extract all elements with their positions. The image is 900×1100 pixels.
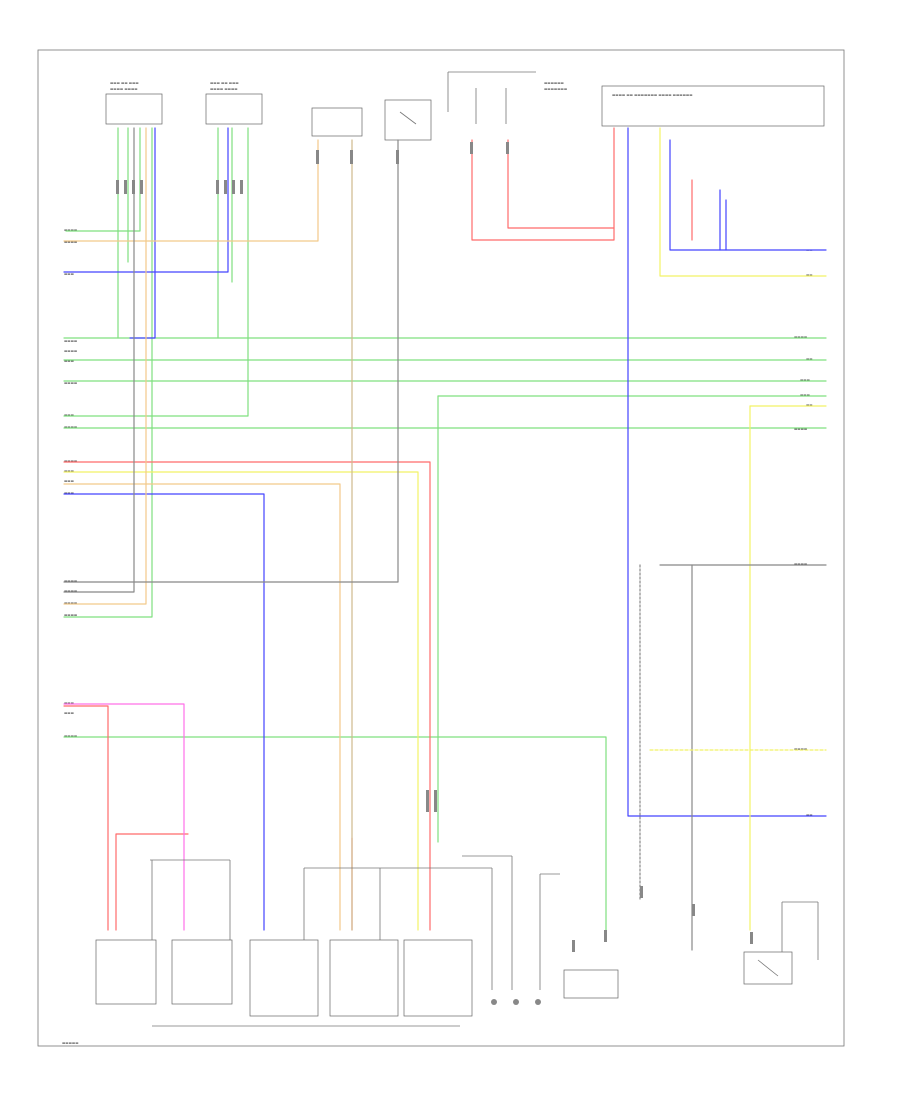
wires [63, 127, 827, 951]
wire [63, 139, 319, 242]
wire [507, 139, 615, 229]
svg-text:▬▬▬▬: ▬▬▬▬ [64, 339, 77, 343]
wire [63, 139, 399, 583]
wire [63, 736, 607, 931]
svg-text:▬▬▬▬ ▬▬▬▬: ▬▬▬▬ ▬▬▬▬ [210, 87, 238, 91]
connector-marks [116, 142, 753, 952]
wire [669, 139, 827, 251]
svg-text:▬▬▬: ▬▬▬ [64, 359, 74, 363]
svg-text:▬▬▬▬: ▬▬▬▬ [64, 240, 77, 244]
wire [65, 127, 141, 232]
svg-text:▬▬▬▬: ▬▬▬▬ [794, 335, 807, 339]
svg-text:▬▬▬▬: ▬▬▬▬ [64, 601, 77, 605]
svg-text:▬▬▬ ▬▬ ▬▬▬: ▬▬▬ ▬▬ ▬▬▬ [110, 81, 139, 85]
svg-text:▬▬▬▬: ▬▬▬▬ [794, 747, 807, 751]
svg-text:▬▬▬: ▬▬▬ [64, 491, 74, 495]
svg-text:▬▬▬: ▬▬▬ [64, 469, 74, 473]
svg-text:▬▬▬▬: ▬▬▬▬ [64, 381, 77, 385]
svg-text:▬▬▬▬ ▬▬▬▬: ▬▬▬▬ ▬▬▬▬ [110, 87, 138, 91]
svg-text:▬▬▬▬▬▬: ▬▬▬▬▬▬ [544, 81, 564, 85]
wire [63, 705, 109, 931]
wire [63, 703, 185, 931]
svg-text:▬▬▬: ▬▬▬ [64, 479, 74, 483]
svg-text:▬▬▬: ▬▬▬ [64, 711, 74, 715]
wire [63, 493, 265, 931]
wire [63, 127, 135, 593]
svg-text:▬▬▬▬: ▬▬▬▬ [64, 425, 77, 429]
wire [129, 127, 156, 339]
svg-text:▬▬: ▬▬ [806, 403, 813, 407]
bottom-modules: ▬▬▬▬▬ [62, 855, 819, 1045]
svg-text:▬▬: ▬▬ [806, 273, 813, 277]
svg-text:▬▬▬: ▬▬▬ [64, 413, 74, 417]
svg-text:▬▬▬: ▬▬▬ [64, 272, 74, 276]
wire [115, 833, 189, 931]
svg-text:▬▬▬: ▬▬▬ [64, 701, 74, 705]
svg-text:▬▬: ▬▬ [806, 357, 813, 361]
wire [63, 127, 249, 417]
svg-text:▬▬▬▬: ▬▬▬▬ [64, 459, 77, 463]
svg-text:▬▬▬▬: ▬▬▬▬ [64, 734, 77, 738]
wire [471, 127, 615, 241]
wire [63, 127, 147, 605]
svg-text:▬▬▬ ▬▬ ▬▬▬: ▬▬▬ ▬▬ ▬▬▬ [210, 81, 239, 85]
svg-text:▬▬▬▬: ▬▬▬▬ [64, 228, 77, 232]
svg-text:▬▬▬▬: ▬▬▬▬ [64, 349, 77, 353]
wire [63, 461, 431, 931]
svg-text:▬▬▬▬: ▬▬▬▬ [64, 613, 77, 617]
wire [63, 471, 419, 931]
wire [63, 127, 153, 618]
top-components: ▬▬▬ ▬▬ ▬▬▬ ▬▬▬▬ ▬▬▬▬ ▬▬▬ ▬▬ ▬▬▬ ▬▬▬▬ ▬▬▬… [105, 71, 825, 141]
svg-text:▬▬▬▬: ▬▬▬▬ [64, 589, 77, 593]
svg-text:▬▬▬▬ ▬▬ ▬▬▬▬▬▬▬ ▬▬▬▬ ▬▬▬▬▬▬: ▬▬▬▬ ▬▬ ▬▬▬▬▬▬▬ ▬▬▬▬ ▬▬▬▬▬▬ [612, 93, 693, 97]
wire [63, 127, 229, 273]
svg-text:▬▬▬▬: ▬▬▬▬ [64, 579, 77, 583]
svg-text:▬▬▬: ▬▬▬ [800, 378, 810, 382]
svg-text:▬▬▬▬▬: ▬▬▬▬▬ [62, 1041, 79, 1045]
wire [63, 483, 341, 931]
diagram-frame [37, 49, 845, 1047]
svg-text:▬▬▬▬: ▬▬▬▬ [794, 562, 807, 566]
svg-text:▬▬▬▬: ▬▬▬▬ [794, 427, 807, 431]
svg-text:▬▬▬▬▬▬▬: ▬▬▬▬▬▬▬ [544, 87, 567, 91]
wire [627, 127, 827, 817]
svg-text:▬▬▬: ▬▬▬ [800, 393, 810, 397]
svg-text:▬▬: ▬▬ [806, 813, 813, 817]
wire [659, 127, 827, 277]
wire-labels: ▬▬▬▬ ▬▬▬▬ ▬▬▬ ▬▬▬▬ ▬▬▬▬ ▬▬▬ ▬▬▬▬ ▬▬▬ ▬▬▬… [64, 228, 813, 817]
